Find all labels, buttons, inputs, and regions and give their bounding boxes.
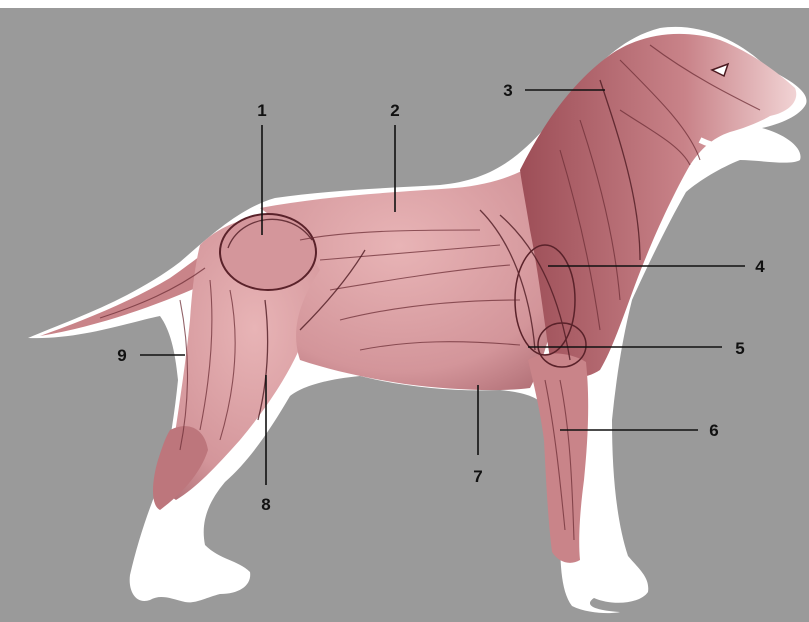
label-2: 2 xyxy=(390,101,399,120)
label-1: 1 xyxy=(257,101,266,120)
top-strip xyxy=(0,0,809,8)
gluteal-muscle xyxy=(220,214,316,290)
label-6: 6 xyxy=(709,421,718,440)
label-8: 8 xyxy=(261,495,270,514)
label-5: 5 xyxy=(735,339,744,358)
label-7: 7 xyxy=(473,467,482,486)
label-4: 4 xyxy=(755,257,765,276)
label-9: 9 xyxy=(117,346,126,365)
label-3: 3 xyxy=(503,81,512,100)
